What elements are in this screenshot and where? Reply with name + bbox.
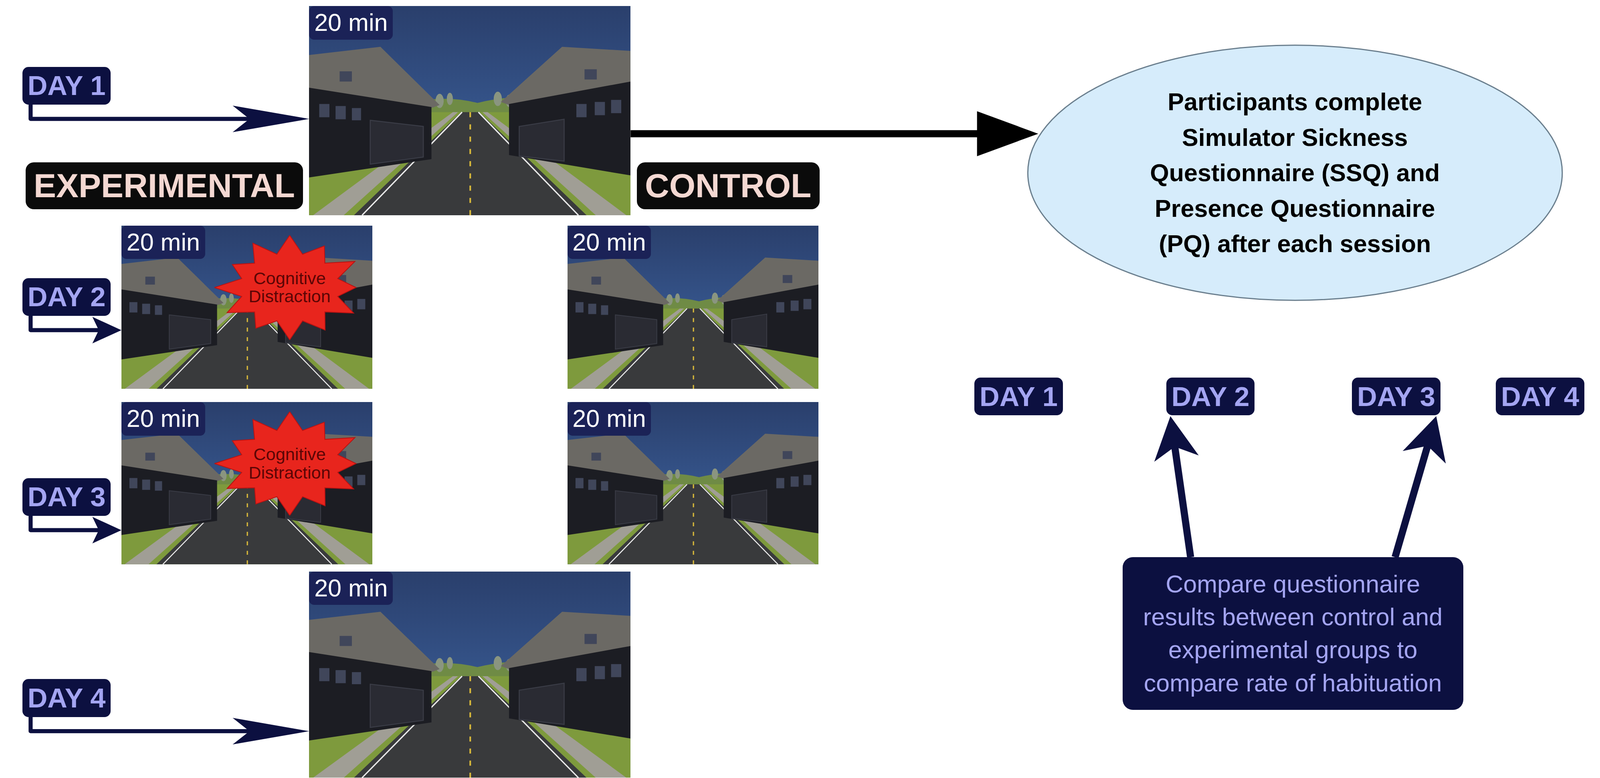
- road-scene-use: [121, 402, 373, 565]
- group-label: EXPERIMENTAL: [25, 162, 304, 210]
- day-label: DAY 1: [974, 377, 1063, 416]
- arrow-connector: [30, 515, 122, 544]
- img-text: 20 min: [567, 402, 652, 436]
- arrow-head: [1402, 416, 1447, 464]
- distraction-burst: Cognitive Distraction: [214, 235, 366, 340]
- connector-line: [1174, 446, 1191, 558]
- simulator-scene: 20 min: [567, 225, 819, 389]
- day-label: DAY 3: [1351, 377, 1441, 416]
- img-text: 20 min: [309, 6, 393, 40]
- simulator-scene: 20 min: [309, 571, 631, 778]
- road-scene-use: [309, 6, 631, 216]
- img-text: 20 min: [121, 225, 206, 259]
- day-text: DAY 2: [1171, 380, 1250, 413]
- arrow-head: [92, 317, 122, 344]
- distraction-burst: Cognitive Distraction: [214, 411, 366, 516]
- connector-line: [30, 717, 250, 732]
- connector-line: [30, 515, 99, 531]
- day-label: DAY 2: [1166, 377, 1255, 416]
- road-scene-use: [309, 571, 631, 778]
- questionnaire-ellipse: Participants complete Simulator Sickness…: [1025, 43, 1565, 302]
- road-scene-use: [567, 225, 819, 389]
- compare-text: Compare questionnaire results between co…: [1134, 567, 1451, 700]
- arrow-head: [232, 717, 310, 745]
- comparison-box: Compare questionnaire results between co…: [1122, 557, 1464, 710]
- day-text: DAY 2: [27, 280, 106, 313]
- day-label: DAY 4: [22, 678, 111, 717]
- arrow-connector: [1395, 416, 1446, 558]
- connector-line: [630, 130, 978, 138]
- day-label: DAY 2: [22, 278, 111, 316]
- day-label: DAY 4: [1495, 377, 1584, 416]
- cond-text: CONTROL: [644, 166, 812, 206]
- day-text: DAY 1: [979, 380, 1058, 413]
- ellipse-shape: [1027, 45, 1562, 301]
- arrow-head: [1154, 416, 1199, 462]
- group-label: CONTROL: [636, 162, 820, 210]
- simulator-scene: 20 min: [567, 402, 819, 565]
- connector-line: [30, 104, 250, 120]
- arrow-connector: [630, 111, 1039, 157]
- day-label: DAY 3: [22, 478, 111, 516]
- burst-text: Cognitive Distraction: [241, 269, 338, 306]
- simulator-scene: 20 minCognitive Distraction: [121, 225, 373, 389]
- simulator-scene: 20 minCognitive Distraction: [121, 402, 373, 565]
- arrow-connector: [30, 315, 122, 344]
- arrow-connector: [30, 717, 310, 745]
- arrow-connector: [1154, 416, 1199, 558]
- img-text: 20 min: [121, 402, 206, 436]
- connector-line: [1395, 445, 1428, 558]
- arrow-connector: [30, 104, 310, 133]
- day-text: DAY 3: [1357, 380, 1436, 413]
- cond-text: EXPERIMENTAL: [33, 166, 295, 206]
- road-scene-use: [567, 402, 819, 565]
- simulator-scene: 20 min: [309, 6, 631, 216]
- arrow-head: [92, 517, 122, 544]
- road-scene-use: [121, 225, 373, 389]
- connector-line: [30, 315, 99, 331]
- starburst-shape: [214, 235, 356, 340]
- day-text: DAY 1: [27, 69, 106, 102]
- day-label: DAY 1: [22, 66, 111, 105]
- ellipse-text: Participants complete Simulator Sickness…: [1129, 84, 1461, 262]
- img-text: 20 min: [309, 571, 393, 605]
- starburst-shape: [214, 411, 356, 516]
- day-text: DAY 4: [1501, 380, 1580, 413]
- day-text: DAY 3: [27, 480, 106, 513]
- day-text: DAY 4: [27, 682, 106, 714]
- arrow-head: [232, 105, 310, 133]
- burst-text: Cognitive Distraction: [241, 445, 338, 482]
- img-text: 20 min: [567, 225, 652, 259]
- arrow-head: [977, 111, 1039, 157]
